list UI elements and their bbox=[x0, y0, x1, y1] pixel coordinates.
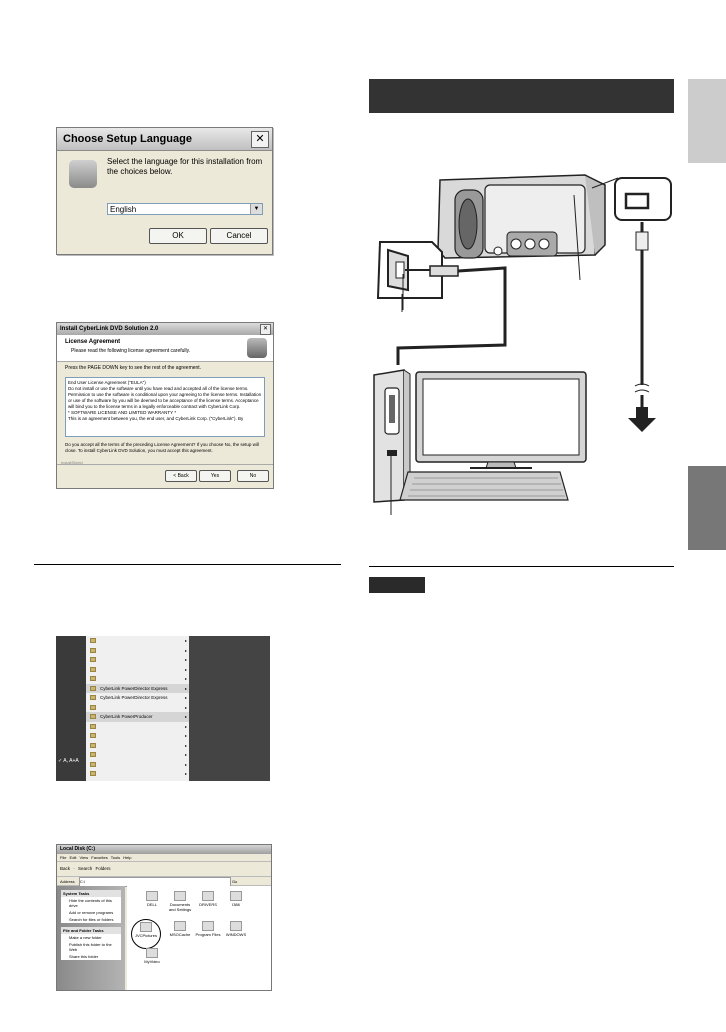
folder-item[interactable]: Documents and Settings bbox=[167, 891, 193, 912]
menu-item[interactable] bbox=[86, 741, 189, 751]
program-menu: CyberLink PowerDirector Express CyberLin… bbox=[86, 636, 189, 781]
task-link[interactable]: Make a new folder bbox=[69, 935, 102, 940]
folder-item[interactable]: DELL bbox=[139, 891, 165, 908]
note-label-badge bbox=[369, 577, 425, 593]
task-pane: System Tasks Hide the contents of this d… bbox=[57, 886, 125, 990]
folder-item[interactable]: WINDOWS bbox=[223, 921, 249, 938]
brand-label: InstallShield bbox=[61, 460, 83, 465]
menu-item[interactable] bbox=[86, 703, 189, 713]
window-title: Local Disk (C:) bbox=[57, 845, 271, 854]
license-line: End User License Agreement ("EULA") bbox=[68, 380, 146, 385]
address-label: Address bbox=[60, 879, 75, 884]
back-button[interactable]: < Back bbox=[165, 470, 197, 482]
dialog-title: Install CyberLink DVD Solution 2.0 bbox=[57, 323, 273, 335]
side-tab bbox=[688, 79, 726, 163]
dc-jack-callout bbox=[591, 177, 672, 221]
folder-icon bbox=[146, 891, 158, 901]
folder-icon bbox=[202, 891, 214, 901]
menu-item[interactable] bbox=[86, 646, 189, 656]
system-tasks-panel: System Tasks Hide the contents of this d… bbox=[61, 890, 121, 923]
section-header-bar bbox=[369, 79, 674, 113]
menu-item-highlighted[interactable]: CyberLink PowerDirector Express bbox=[86, 683, 189, 693]
folder-item[interactable]: MSOCache bbox=[167, 921, 193, 938]
menu-item[interactable] bbox=[86, 636, 189, 646]
license-line: This is an agreement between you, the en… bbox=[68, 416, 244, 421]
license-dialog: Install CyberLink DVD Solution 2.0 ✕ Lic… bbox=[56, 322, 274, 489]
menu-bar[interactable]: File Edit View Favorites Tools Help bbox=[57, 854, 271, 862]
folder-view: DELL Documents and Settings DRIVERS I386… bbox=[127, 886, 271, 990]
accept-question: Do you accept all the terms of the prece… bbox=[65, 442, 259, 453]
folder-icon bbox=[230, 891, 242, 901]
ok-button[interactable]: OK bbox=[149, 228, 207, 244]
panel-title: System Tasks bbox=[61, 890, 121, 897]
monitor-illustration bbox=[415, 371, 587, 469]
language-select[interactable]: English ▼ bbox=[107, 203, 263, 215]
license-textarea[interactable]: End User License Agreement ("EULA") Do n… bbox=[65, 377, 265, 437]
license-line: Do not install or use the software until… bbox=[68, 386, 262, 409]
menu-item[interactable] bbox=[86, 674, 189, 684]
folder-item-circled[interactable]: JVCPictures bbox=[131, 919, 161, 949]
menu-item[interactable] bbox=[86, 760, 189, 770]
usb-callout bbox=[376, 241, 507, 365]
camcorder-illustration bbox=[437, 174, 606, 259]
menu-item[interactable] bbox=[86, 665, 189, 675]
section-divider bbox=[369, 566, 674, 567]
dialog-message: Select the language for this installatio… bbox=[107, 157, 263, 176]
no-button[interactable]: No bbox=[237, 470, 269, 482]
menu-item[interactable] bbox=[86, 655, 189, 665]
task-link[interactable]: Publish this folder to the Web bbox=[69, 942, 112, 952]
start-menu-screenshot: CyberLink PowerDirector Express CyberLin… bbox=[56, 636, 270, 781]
task-link[interactable]: Hide the contents of this drive bbox=[69, 898, 112, 908]
address-bar: Address C:\ Go bbox=[57, 877, 271, 887]
menu-item[interactable] bbox=[86, 769, 189, 779]
folder-icon bbox=[174, 891, 186, 901]
folder-icon bbox=[140, 922, 152, 932]
explorer-window: Local Disk (C:) File Edit View Favorites… bbox=[56, 844, 272, 991]
folder-item[interactable]: DRIVERS bbox=[195, 891, 221, 908]
header-subtitle: Please read the following license agreem… bbox=[71, 348, 191, 354]
folder-icon bbox=[202, 921, 214, 931]
start-menu-footer: ✓ A, A+A bbox=[58, 758, 79, 764]
start-menu-left bbox=[56, 636, 86, 781]
menu-item[interactable] bbox=[86, 722, 189, 732]
installer-icon bbox=[247, 338, 267, 358]
task-link[interactable]: Search for files or folders bbox=[69, 917, 114, 922]
task-link[interactable]: Share this folder bbox=[69, 954, 99, 959]
connection-diagram bbox=[373, 174, 672, 515]
menu-item-highlighted[interactable]: CyberLink PowerProducer bbox=[86, 712, 189, 722]
folder-item[interactable]: I386 bbox=[223, 891, 249, 908]
divider bbox=[57, 464, 273, 465]
folder-icon bbox=[174, 921, 186, 931]
cancel-button[interactable]: Cancel bbox=[210, 228, 268, 244]
instruction-text: Press the PAGE DOWN key to see the rest … bbox=[65, 365, 202, 371]
panel-title: File and Folder Tasks bbox=[61, 927, 121, 934]
setup-language-dialog: Choose Setup Language ✕ Select the langu… bbox=[56, 127, 273, 255]
task-link[interactable]: Add or remove programs bbox=[69, 910, 114, 915]
yes-button[interactable]: Yes bbox=[199, 470, 231, 482]
dialog-title: Choose Setup Language bbox=[57, 128, 272, 151]
close-icon[interactable]: ✕ bbox=[260, 324, 271, 335]
start-menu-right bbox=[189, 636, 270, 781]
file-tasks-panel: File and Folder Tasks Make a new folder … bbox=[61, 927, 121, 960]
folder-icon bbox=[146, 948, 158, 958]
toolbar[interactable]: Back · Search Folders bbox=[57, 862, 271, 877]
folder-icon bbox=[230, 921, 242, 931]
menu-item[interactable] bbox=[86, 731, 189, 741]
side-tab bbox=[688, 466, 726, 550]
folder-item[interactable]: Program Files bbox=[195, 921, 221, 938]
keyboard-illustration bbox=[399, 471, 569, 501]
license-line: * SOFTWARE LICENSE AND LIMITED WARRANTY … bbox=[68, 410, 177, 415]
setup-icon bbox=[69, 160, 97, 188]
chevron-down-icon[interactable]: ▼ bbox=[250, 204, 262, 214]
dialog-header: License Agreement Please read the follow… bbox=[57, 335, 273, 362]
header-title: License Agreement bbox=[65, 339, 121, 345]
close-icon[interactable]: ✕ bbox=[251, 131, 269, 148]
folder-item[interactable]: MyVideo bbox=[139, 948, 165, 965]
menu-item[interactable]: CyberLink PowerDirector Express bbox=[86, 693, 189, 703]
menu-item[interactable] bbox=[86, 750, 189, 760]
language-select-value: English bbox=[110, 205, 137, 214]
go-button[interactable]: Go bbox=[231, 879, 238, 884]
section-divider bbox=[34, 564, 341, 565]
